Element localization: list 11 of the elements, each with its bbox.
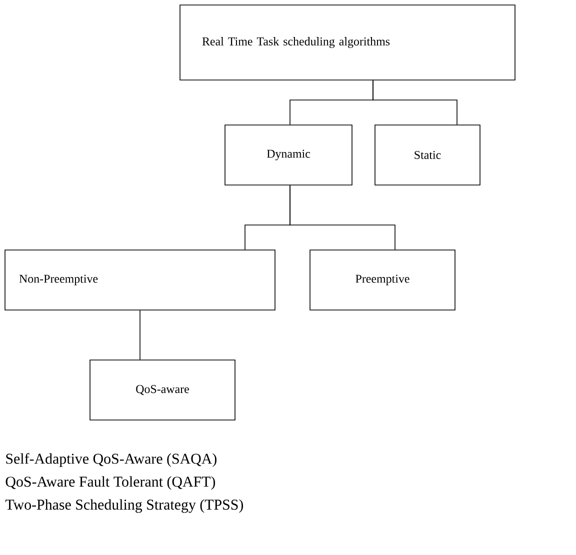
process-box: QoS-aware xyxy=(90,360,236,420)
note-text: QoS-Aware Fault Tolerant (QAFT) xyxy=(6,476,216,490)
connector-line xyxy=(372,80,458,125)
process-box: Real Time Task scheduling algorithms xyxy=(180,4,516,80)
process-box: Static xyxy=(374,124,480,186)
process-box: Preemptive xyxy=(310,250,456,310)
note-text: Two-Phase Scheduling Strategy (TPSS) xyxy=(5,499,243,513)
note-text: Self-Adaptive QoS-Aware (SAQA) xyxy=(6,453,216,467)
process-box: Non-Preemptive xyxy=(4,250,276,310)
connector-line xyxy=(290,185,396,250)
process-box: Dynamic xyxy=(224,124,352,186)
